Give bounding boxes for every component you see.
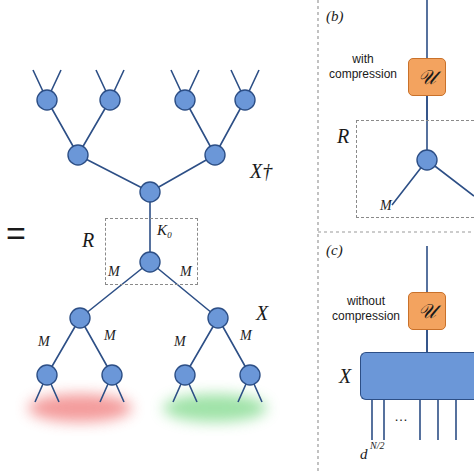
panel-caption: without compression: [326, 294, 406, 324]
bond-dimension: M: [38, 334, 50, 350]
unitary-box: 𝒰: [408, 58, 446, 96]
bond-dimension: M: [108, 264, 120, 280]
exponent: N/2: [370, 440, 384, 451]
unitary-box: 𝒰: [408, 292, 446, 330]
bond-dimension: M: [180, 264, 192, 280]
physical-dimension: d: [360, 446, 368, 463]
ellipsis: …: [394, 408, 408, 424]
equals-sign: =: [6, 214, 26, 253]
tensor-name: R: [82, 229, 94, 252]
panel-caption: with compression: [326, 52, 400, 82]
full-tensor-block: X: [360, 352, 474, 400]
tensor-leg: [426, 330, 428, 352]
tensor-name: X: [339, 365, 351, 388]
panel-label: (c): [326, 242, 343, 259]
tensor-leg: [426, 96, 428, 120]
bond-dimension: M: [380, 198, 392, 214]
bond-dimension: M: [240, 328, 252, 344]
unitary-symbol: 𝒰: [418, 66, 436, 89]
bond-dimension: M: [174, 334, 186, 350]
unitary-symbol: 𝒰: [418, 300, 436, 323]
bond-dimension: K₀: [157, 222, 172, 239]
tensor-name: X†: [250, 160, 272, 183]
tensor-name: R: [337, 125, 349, 148]
reduced-tensor-box: R: [105, 218, 198, 285]
bond-dimension: M: [104, 328, 116, 344]
panel-label: (b): [326, 8, 344, 25]
reduced-tensor-box: R: [356, 120, 474, 218]
tensor-name: X: [256, 302, 268, 325]
